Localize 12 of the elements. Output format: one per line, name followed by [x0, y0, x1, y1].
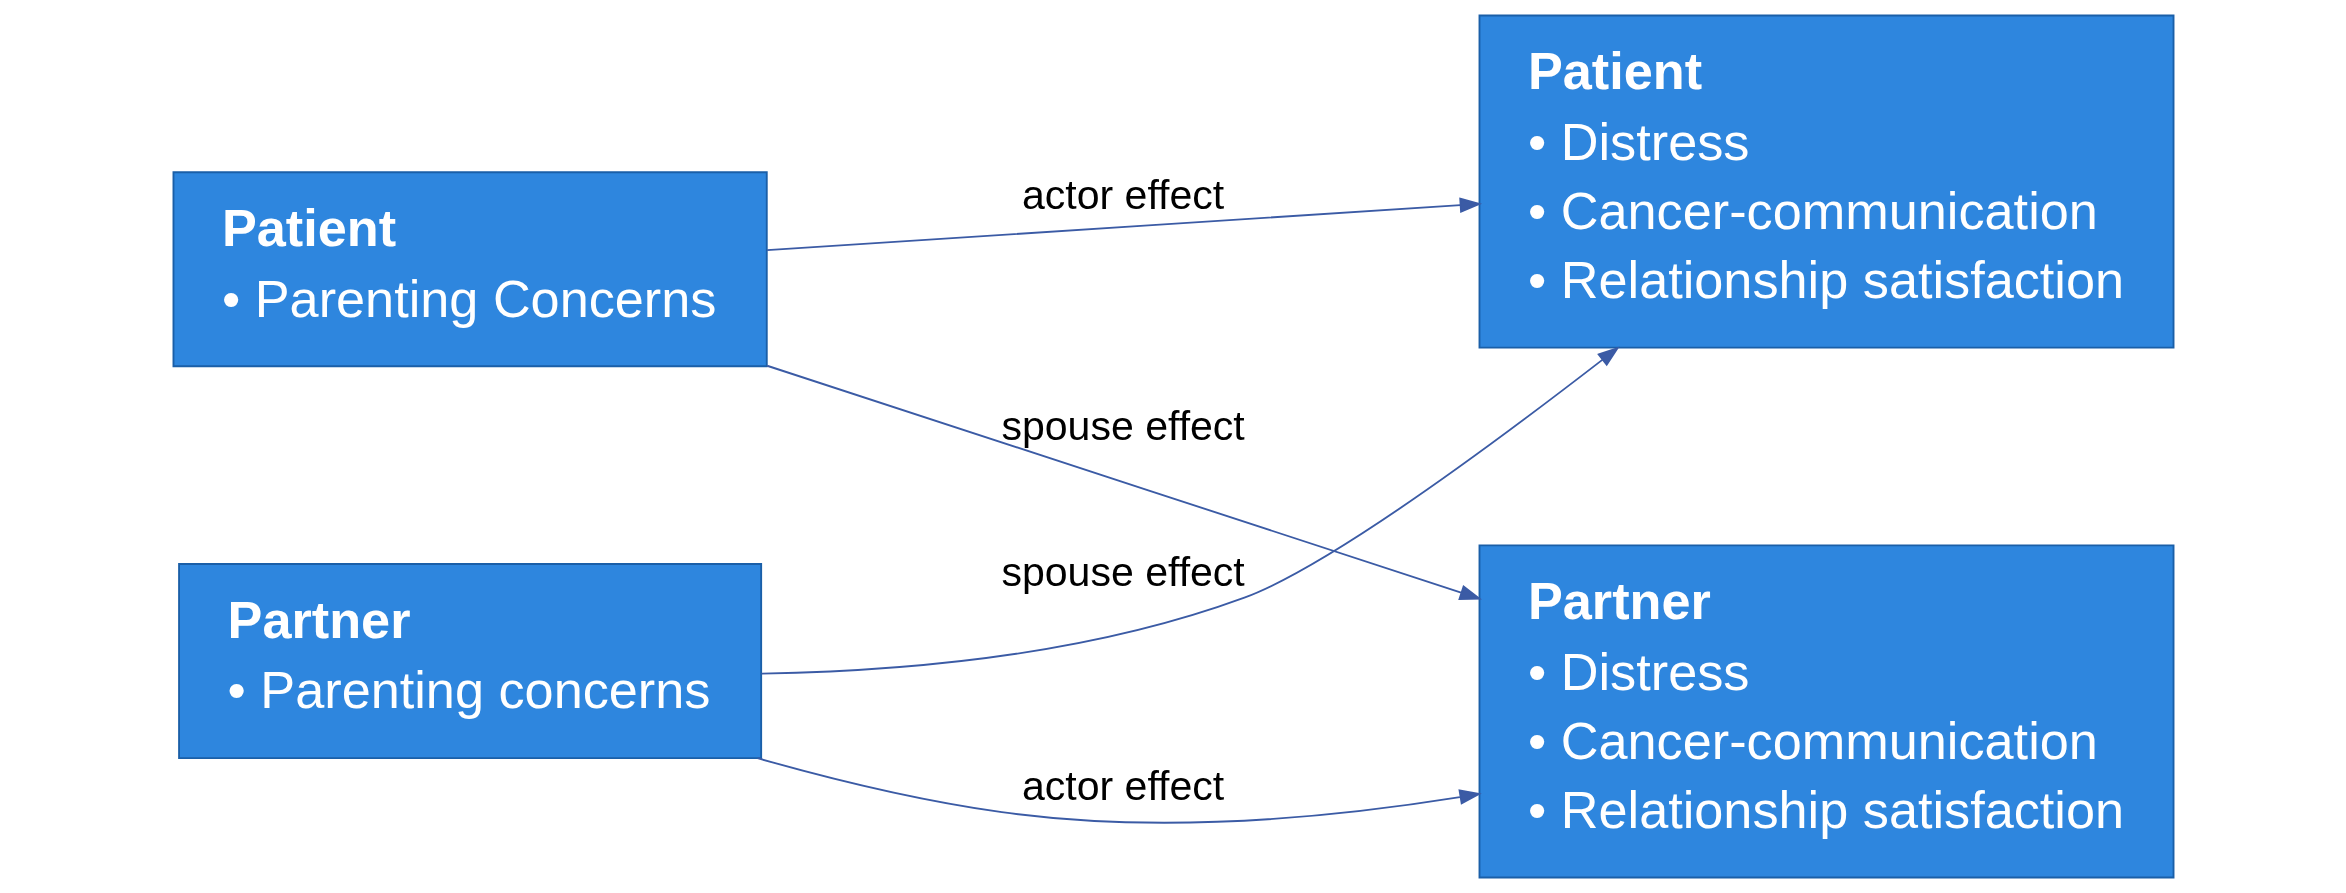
edge-label: spouse effect — [1000, 403, 1245, 450]
node-box: Patient • Distress • Cancer-communication • Relationship satisfaction — [1478, 14, 2174, 349]
edge-label: spouse effect — [1000, 548, 1245, 595]
arrow — [759, 346, 1620, 675]
node-box: Partner • Distress • Cancer-communication • Relationship satisfaction — [1478, 544, 2174, 879]
edge-label: actor effect — [1021, 763, 1224, 810]
edge-label: actor effect — [1021, 171, 1224, 218]
arrow — [756, 757, 1482, 824]
arrow — [765, 364, 1482, 600]
arrow — [765, 197, 1482, 252]
node-box: Patient • Parenting Concerns — [172, 171, 768, 368]
node-box: Partner • Parenting concerns — [177, 563, 762, 759]
